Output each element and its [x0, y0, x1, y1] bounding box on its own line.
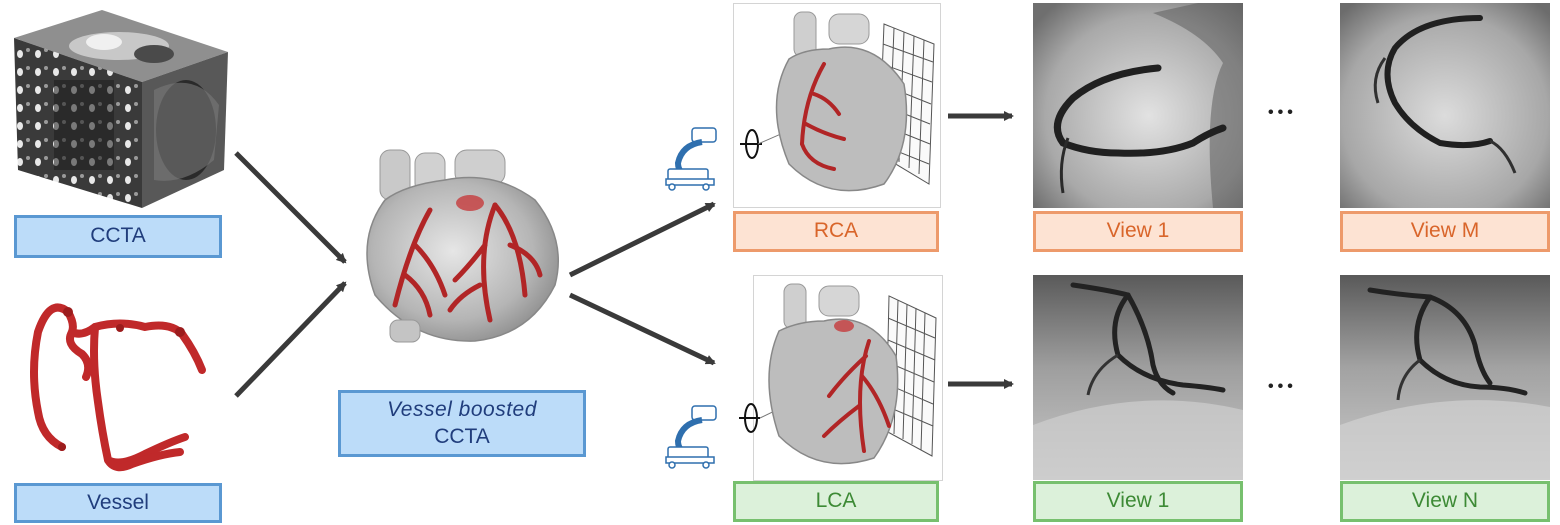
- arrow-boosted-to-lca: [568, 292, 716, 366]
- boosted-label-line2: CCTA: [434, 424, 490, 448]
- lca-view-first-label-box: View 1: [1033, 481, 1243, 522]
- rotation-icon: [739, 403, 760, 433]
- rca-projection-panel: [733, 3, 941, 208]
- rca-label: RCA: [813, 219, 859, 243]
- ct-volume-cube-icon: [14, 10, 228, 208]
- angiogram-image: [1340, 3, 1550, 208]
- vessel-label-box: Vessel: [14, 483, 222, 523]
- arrow-vessel-to-boosted: [234, 281, 347, 398]
- arrow-boosted-to-rca: [568, 201, 716, 278]
- ccta-label-box: CCTA: [14, 215, 222, 258]
- rca-label-box: RCA: [733, 211, 939, 252]
- c-arm-scanner-icon: [665, 127, 717, 191]
- lca-view-first-label: View 1: [1106, 489, 1170, 513]
- angiogram-image: [1340, 275, 1550, 480]
- angiogram-image: [1033, 3, 1243, 208]
- ellipsis-lca: •••: [1268, 378, 1297, 395]
- boosted-ccta-label-box: Vessel boosted CCTA: [338, 390, 586, 457]
- arrow-ccta-to-boosted: [234, 151, 347, 264]
- rca-view-first-label: View 1: [1106, 219, 1170, 243]
- ellipsis-rca: •••: [1268, 104, 1297, 121]
- c-arm-scanner-icon: [665, 405, 717, 469]
- boosted-label-line1: Vessel boosted: [387, 398, 537, 422]
- rca-view-first-label-box: View 1: [1033, 211, 1243, 252]
- heart-model-icon: [739, 283, 937, 465]
- heart-model-icon: [740, 11, 935, 192]
- lca-label: LCA: [815, 489, 857, 513]
- lca-view-last-label-box: View N: [1340, 481, 1550, 522]
- heart-model-icon: [366, 149, 559, 343]
- rca-view-last-label: View M: [1410, 219, 1480, 243]
- rca-view-last-label-box: View M: [1340, 211, 1550, 252]
- lca-view-last-label: View N: [1411, 489, 1479, 513]
- vessel-tree-icon: [30, 303, 206, 472]
- angiogram-image: [1033, 275, 1243, 480]
- vessel-label: Vessel: [87, 490, 149, 514]
- lca-projection-panel: [739, 275, 943, 481]
- lca-label-box: LCA: [733, 481, 939, 522]
- ccta-label: CCTA: [90, 224, 146, 248]
